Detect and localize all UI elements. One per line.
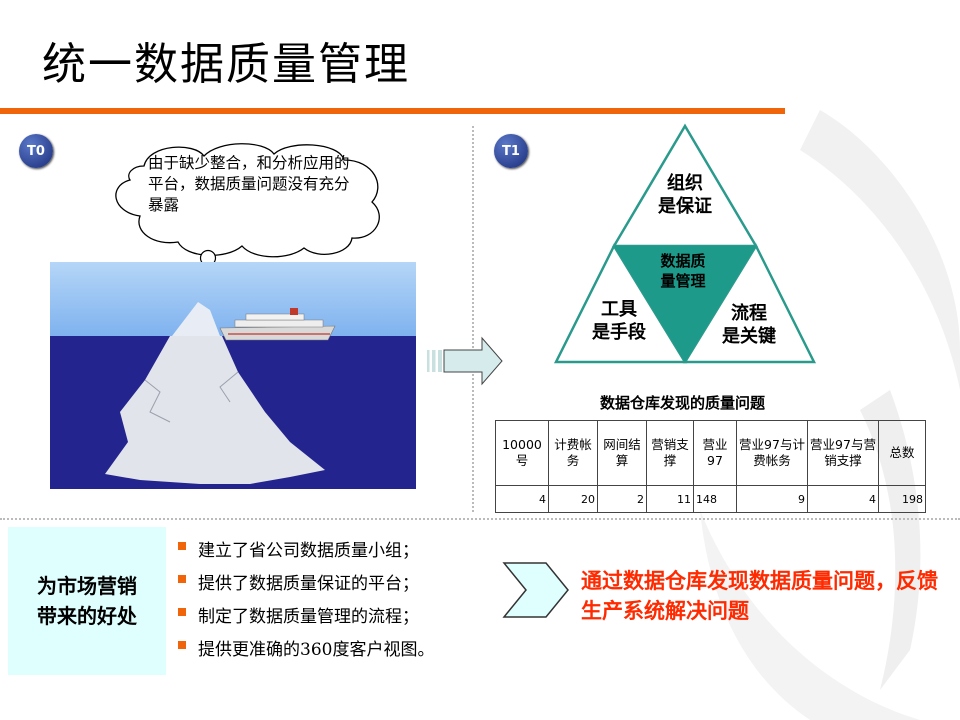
table-header-cell: 网间结算 xyxy=(597,420,647,486)
bullet-square-icon xyxy=(178,575,186,583)
conclusion-text: 通过数据仓库发现数据质量问题，反馈生产系统解决问题 xyxy=(581,568,938,623)
bullet-text: 提供更准确的360度客户视图。 xyxy=(198,640,435,660)
badge-t1: T1 xyxy=(494,134,528,168)
benefit-box: 为市场营销 带来的好处 xyxy=(8,527,166,675)
benefit-bullet-list: 建立了省公司数据质量小组； 提供了数据质量保证的平台； 制定了数据质量管理的流程… xyxy=(176,536,434,668)
chevron-right-icon xyxy=(502,562,569,618)
table-cell: 4 xyxy=(495,485,549,513)
table-cell: 148 xyxy=(693,485,737,513)
table-cell: 20 xyxy=(548,485,598,513)
right-arrow-icon xyxy=(427,336,503,386)
bullet-text: 提供了数据质量保证的平台； xyxy=(198,574,419,594)
bullet-square-icon xyxy=(178,542,186,550)
bullet-square-icon xyxy=(178,641,186,649)
table-header-cell: 计费帐务 xyxy=(548,420,598,486)
table-header-cell: 营业97与计费帐务 xyxy=(736,420,808,486)
table-row: 4 20 2 11 148 9 4 198 xyxy=(495,485,926,513)
bullet-text: 制定了数据质量管理的流程； xyxy=(198,607,419,627)
table-header-row: 10000号 计费帐务 网间结算 营销支撑 营业97 营业97与计费帐务 营业9… xyxy=(495,420,926,486)
cruise-ship-icon xyxy=(219,308,336,341)
triangle-center-label: 数据质 量管理 xyxy=(660,252,706,290)
triangle-left-label: 工具 是手段 xyxy=(592,299,646,343)
triangle-diagram xyxy=(553,123,817,364)
quality-issues-table: 10000号 计费帐务 网间结算 营销支撑 营业97 营业97与计费帐务 营业9… xyxy=(495,420,926,513)
bullet-text: 建立了省公司数据质量小组； xyxy=(198,541,419,561)
table-cell: 2 xyxy=(597,485,647,513)
table-cell: 4 xyxy=(807,485,879,513)
list-item: 建立了省公司数据质量小组； xyxy=(176,536,434,569)
table-header-cell: 10000号 xyxy=(495,420,549,486)
table-header-cell: 营销支撑 xyxy=(646,420,694,486)
table-header-cell: 营业97与营销支撑 xyxy=(807,420,879,486)
table-cell: 198 xyxy=(878,485,926,513)
table-title: 数据仓库发现的质量问题 xyxy=(600,394,766,412)
table-cell: 11 xyxy=(646,485,694,513)
badge-t0: T0 xyxy=(19,134,53,168)
horizontal-divider xyxy=(0,518,960,520)
table-header-cell: 营业97 xyxy=(693,420,737,486)
list-item: 制定了数据质量管理的流程； xyxy=(176,602,434,635)
list-item: 提供了数据质量保证的平台； xyxy=(176,569,434,602)
triangle-top-label: 组织 是保证 xyxy=(658,173,712,217)
cloud-text: 由于缺少整合，和分析应用的平台，数据质量问题没有充分暴露 xyxy=(148,154,350,214)
vertical-divider xyxy=(472,126,474,512)
benefit-label: 为市场营销 带来的好处 xyxy=(37,574,137,628)
table-header-cell: 总数 xyxy=(878,420,926,486)
triangle-right-label: 流程 是关键 xyxy=(722,303,776,347)
table-cell: 9 xyxy=(736,485,808,513)
title-underline xyxy=(0,108,785,114)
page-title: 统一数据质量管理 xyxy=(42,39,410,90)
bullet-square-icon xyxy=(178,608,186,616)
list-item: 提供更准确的360度客户视图。 xyxy=(176,635,434,668)
iceberg-illustration xyxy=(50,262,416,489)
